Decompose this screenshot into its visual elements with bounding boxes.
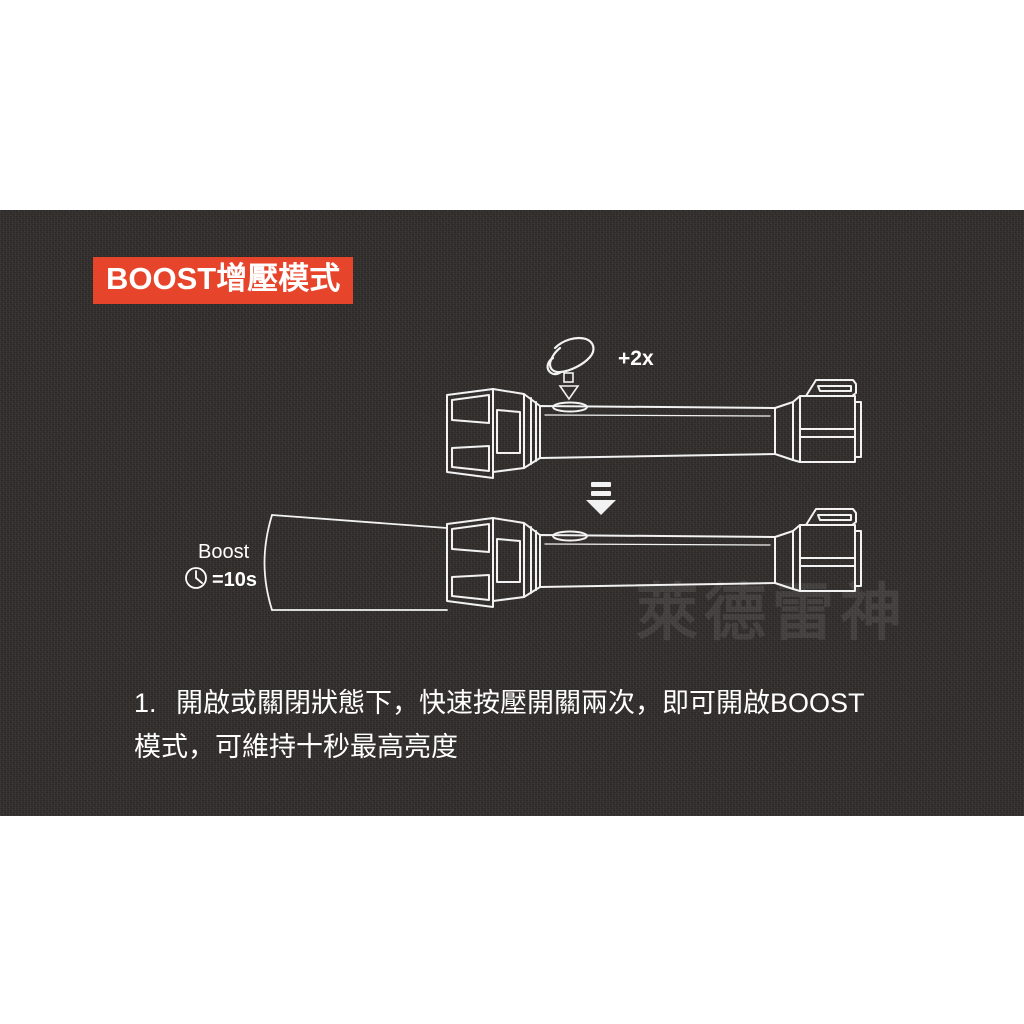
caption-number: 1.	[134, 688, 157, 718]
beam-mode-label: Boost	[198, 541, 250, 563]
down-arrow-icon	[586, 482, 616, 515]
brand-watermark: 萊德雷神	[636, 579, 909, 648]
flashlight-off-state	[446, 379, 862, 479]
caption-line-2: 模式，可維持十秒最高亮度	[134, 731, 458, 762]
boost-duration-label: =10s	[212, 569, 257, 591]
letterbox-top	[0, 0, 1024, 210]
press-count-label: +2x	[618, 347, 654, 370]
press-arrow-icon	[558, 372, 580, 401]
flashlight-boost-state	[446, 508, 862, 608]
caption-line-1: 1. 開啟或關閉狀態下，快速按壓開關兩次，即可開啟BOOST	[134, 682, 924, 726]
caption-text-1: 開啟或關閉狀態下，快速按壓開關兩次，即可開啟BOOST	[176, 688, 865, 718]
section-title-banner: BOOST增壓模式	[93, 257, 354, 304]
finger-press-icon	[546, 336, 595, 376]
instruction-caption: 1. 開啟或關閉狀態下，快速按壓開關兩次，即可開啟BOOST 模式，可維持十秒最高…	[134, 682, 924, 769]
letterbox-bottom	[0, 816, 1024, 1024]
clock-icon	[185, 567, 207, 589]
boost-beam-cone	[263, 514, 448, 611]
instruction-diagram: +2x	[185, 336, 862, 611]
